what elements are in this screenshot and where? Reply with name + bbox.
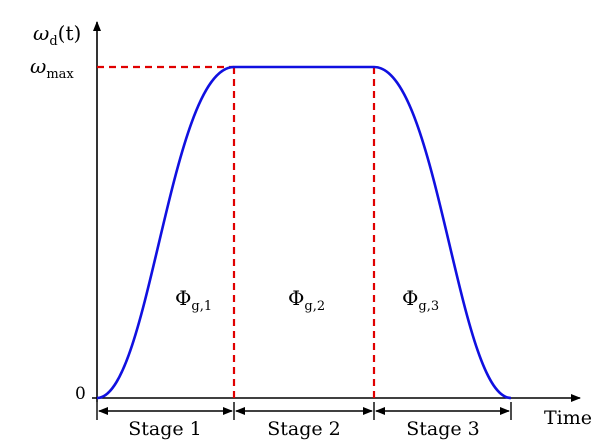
stage-span-1-arrow-right [223, 407, 233, 415]
stage-span-3-arrow-left [375, 407, 385, 415]
region-symbol-3: Φ [402, 286, 418, 310]
stage-spans [96, 402, 512, 420]
stage-label-3: Stage 3 [406, 418, 480, 440]
max-tick-label: ωmax [30, 54, 74, 82]
region-subscript-2: g,2 [304, 299, 325, 314]
stage-span-3-arrow-right [500, 407, 510, 415]
region-label-1: Φg,1 [175, 286, 212, 314]
region-label-2: Φg,2 [288, 286, 325, 314]
y-axis-label: ωd(t) [33, 21, 81, 49]
region-subscript-3: g,3 [418, 299, 439, 314]
zero-tick-label: 0 [75, 384, 86, 404]
stage-span-2-arrow-left [235, 407, 245, 415]
velocity-curve [96, 65, 512, 400]
max-subscript: max [46, 67, 74, 82]
y-axis-argument: (t) [58, 21, 82, 45]
max-symbol: ω [30, 54, 46, 78]
region-symbol-2: Φ [288, 286, 304, 310]
region-subscript-1: g,1 [191, 299, 212, 314]
region-label-3: Φg,3 [402, 286, 439, 314]
y-axis-subscript: d [49, 34, 57, 49]
x-axis-label: Time [544, 407, 592, 429]
stage-span-2-arrow-right [363, 407, 373, 415]
stage-label-1: Stage 1 [128, 418, 202, 440]
region-symbol-1: Φ [175, 286, 191, 310]
stage-span-1-arrow-left [98, 407, 108, 415]
y-axis-symbol: ω [33, 21, 49, 45]
stage-label-2: Stage 2 [267, 418, 341, 440]
